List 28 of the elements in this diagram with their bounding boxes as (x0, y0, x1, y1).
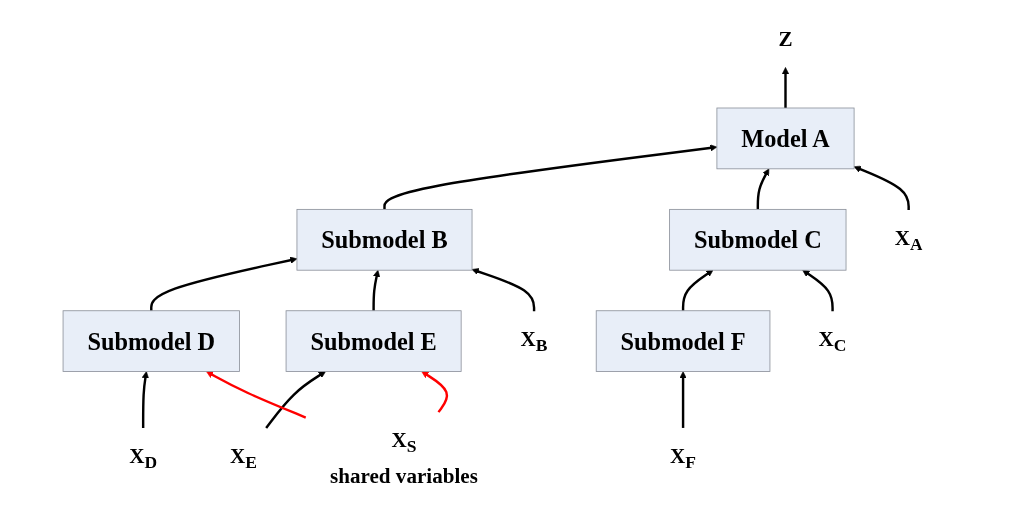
node-text: Z (777, 27, 793, 52)
arrow (371, 269, 380, 311)
arrow (781, 67, 789, 108)
node-box: Submodel D (62, 310, 240, 372)
node-box: Submodel E (285, 310, 462, 372)
node-text: X$_{S}$ (390, 428, 416, 457)
arrow (141, 371, 149, 428)
node-box: Submodel F (595, 310, 770, 372)
arrow (801, 269, 834, 312)
node-box: Submodel C (668, 208, 846, 271)
arrow (853, 165, 910, 210)
node-box: Model A (716, 107, 854, 170)
arrow (679, 371, 687, 428)
arrow (205, 371, 306, 419)
arrow (756, 168, 769, 210)
arrow (420, 371, 448, 413)
node-label: shared variables (329, 463, 478, 488)
arrow (149, 256, 297, 311)
node-text: X$_{C}$ (818, 327, 847, 356)
arrow (471, 268, 535, 312)
node-text: X$_{D}$ (128, 444, 157, 472)
arrow (264, 371, 326, 429)
node-box: Submodel B (296, 208, 472, 271)
arrow (681, 269, 713, 311)
node-text: X$_{B}$ (520, 327, 548, 356)
node-text: X$_{F}$ (669, 444, 696, 472)
node-text: X$_{A}$ (894, 226, 923, 254)
node-text: X$_{E}$ (229, 444, 257, 472)
